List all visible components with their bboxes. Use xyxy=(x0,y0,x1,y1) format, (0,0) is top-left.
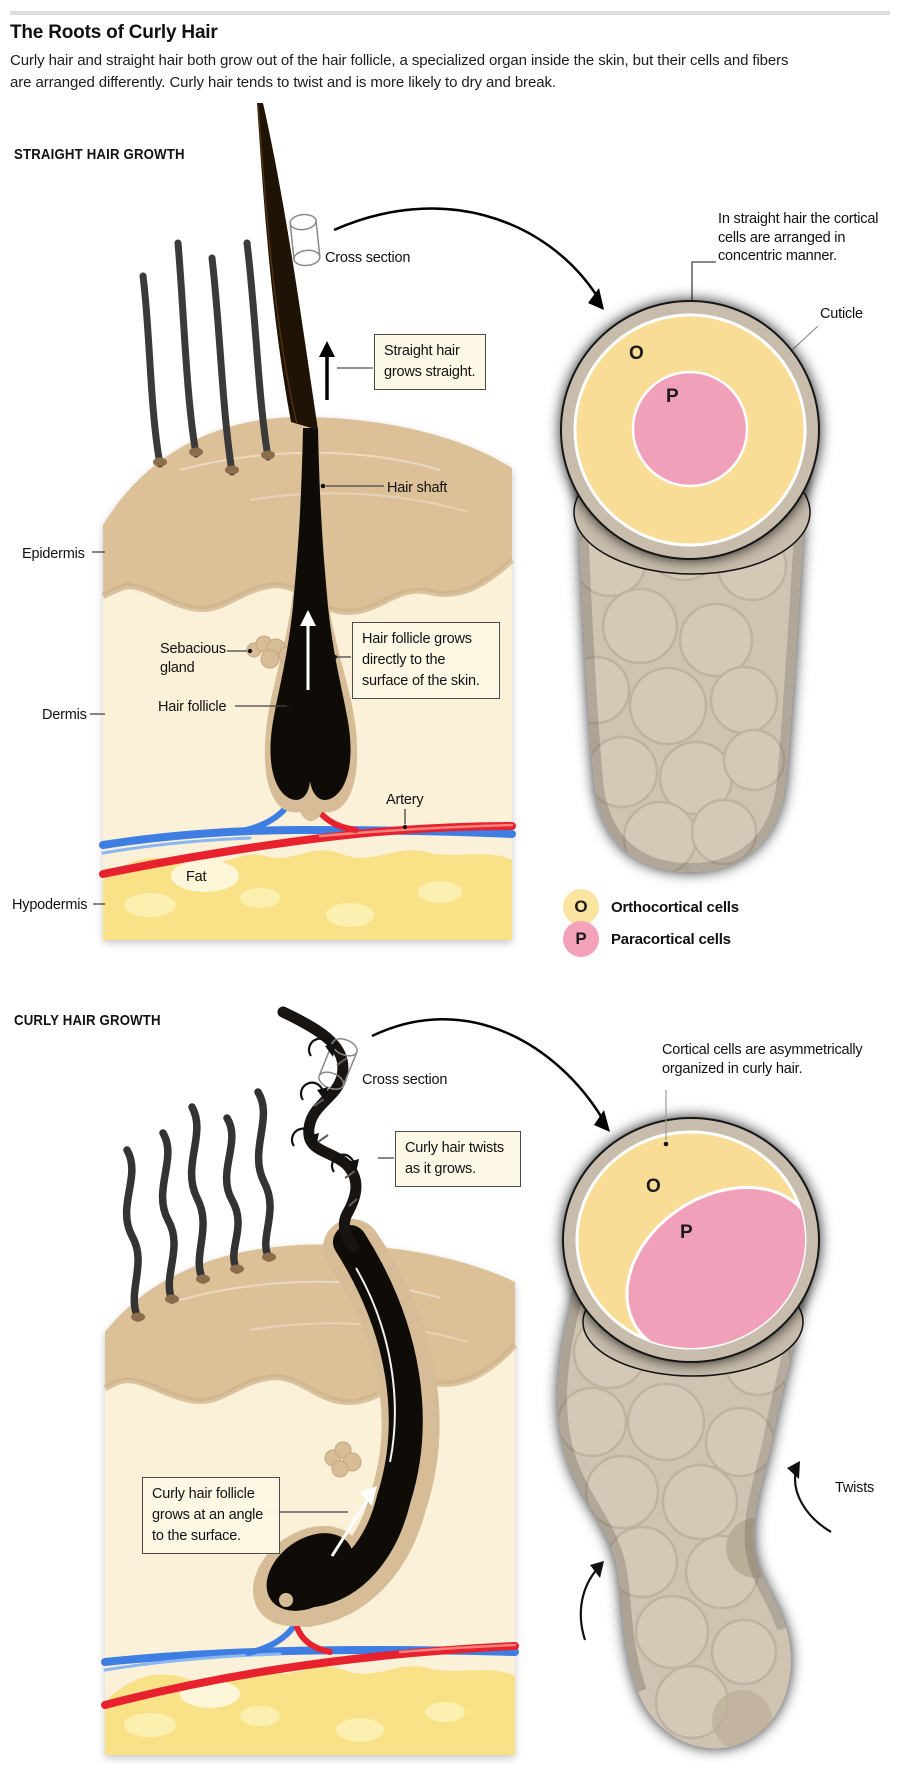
twists-arrow xyxy=(787,1461,832,1533)
straight-skin-block xyxy=(99,103,516,940)
straight-hair-shaft xyxy=(257,103,318,430)
leader-lines-curly xyxy=(268,1090,669,1513)
curly-follicle xyxy=(252,1219,440,1627)
top-rule xyxy=(10,11,890,15)
straight-hair-3d xyxy=(560,300,820,872)
curly-annotation: Cortical cells are asymmetrically organi… xyxy=(662,1042,863,1077)
hair-roots xyxy=(153,447,275,475)
curly-main-hair xyxy=(277,1006,362,1253)
fat-layer xyxy=(103,850,512,940)
legend-p-dot: P xyxy=(563,921,599,957)
cuticle-scale-texture-curly xyxy=(557,1280,804,1749)
intro-text: Curly hair and straight hair both grow o… xyxy=(10,52,789,91)
curly-hair-3d xyxy=(557,1117,820,1749)
hair-shaft-label: Hair shaft xyxy=(387,480,448,496)
paracortical-letter: P xyxy=(666,386,679,407)
straight-annotation: In straight hair the cortical cells are … xyxy=(718,211,879,265)
angle-callout: Curly hair follicle grows at an angle to… xyxy=(142,1477,280,1555)
curly-section-header: CURLY HAIR GROWTH xyxy=(14,1012,161,1029)
paracortical-letter-curly: P xyxy=(680,1222,693,1243)
hair-roots-curly xyxy=(131,1252,276,1322)
grows-straight-callout: Straight hair grows straight. xyxy=(374,334,486,391)
curved-pointer-arrow xyxy=(333,207,604,310)
hypodermis-label: Hypodermis xyxy=(12,897,88,913)
fat-layer-curly xyxy=(105,1666,515,1755)
follicle-grows-callout: Hair follicle grows directly to the surf… xyxy=(352,622,500,700)
twists-callout: Curly hair twists as it grows. xyxy=(395,1131,521,1188)
twists-label: Twists xyxy=(835,1480,875,1496)
fat-label-blob xyxy=(171,860,239,892)
legend-paracortical: P Paracortical cells xyxy=(563,921,731,957)
hair-follicle-label: Hair follicle xyxy=(158,699,227,715)
curved-pointer-arrow-curly xyxy=(371,1018,610,1132)
orthocortical-letter: O xyxy=(629,343,644,364)
artery-label: Artery xyxy=(386,792,424,808)
growth-direction-arrow-curly xyxy=(330,1486,377,1557)
cuticle-label: Cuticle xyxy=(820,306,863,322)
sebaceous-gland-curly xyxy=(324,1441,362,1478)
legend-o-label: Orthocortical cells xyxy=(611,898,739,916)
paracortical-region xyxy=(631,370,749,488)
curly-skin-block xyxy=(101,1088,519,1755)
legend-o-dot: O xyxy=(563,889,599,925)
growth-direction-arrow xyxy=(300,610,316,690)
epidermis-label: Epidermis xyxy=(22,546,85,562)
curly-hairs xyxy=(122,1088,274,1322)
curly-cross-section-disc xyxy=(562,1117,820,1363)
cross-section-label: Cross section xyxy=(325,250,411,266)
straight-hairs xyxy=(139,239,272,476)
page-title: The Roots of Curly Hair xyxy=(10,22,218,43)
orthocortical-letter-curly: O xyxy=(646,1176,661,1197)
cross-section-cylinder-icon xyxy=(289,213,321,267)
cross-section-cylinder-icon-curly xyxy=(318,1038,358,1090)
twist-arrows xyxy=(290,1037,359,1173)
up-arrow xyxy=(319,341,373,400)
sebaceous-gland-label: Sebacious gland xyxy=(160,641,226,676)
legend-p-label: Paracortical cells xyxy=(611,930,731,948)
legend-orthocortical: O Orthocortical cells xyxy=(563,889,739,925)
cross-section-label-curly: Cross section xyxy=(362,1072,448,1088)
fat-label: Fat xyxy=(186,869,207,885)
bottom-twist-arrow xyxy=(579,1561,604,1641)
straight-cross-section-disc xyxy=(560,300,820,560)
straight-section-header: STRAIGHT HAIR GROWTH xyxy=(14,146,185,163)
dermis-label: Dermis xyxy=(42,707,87,723)
